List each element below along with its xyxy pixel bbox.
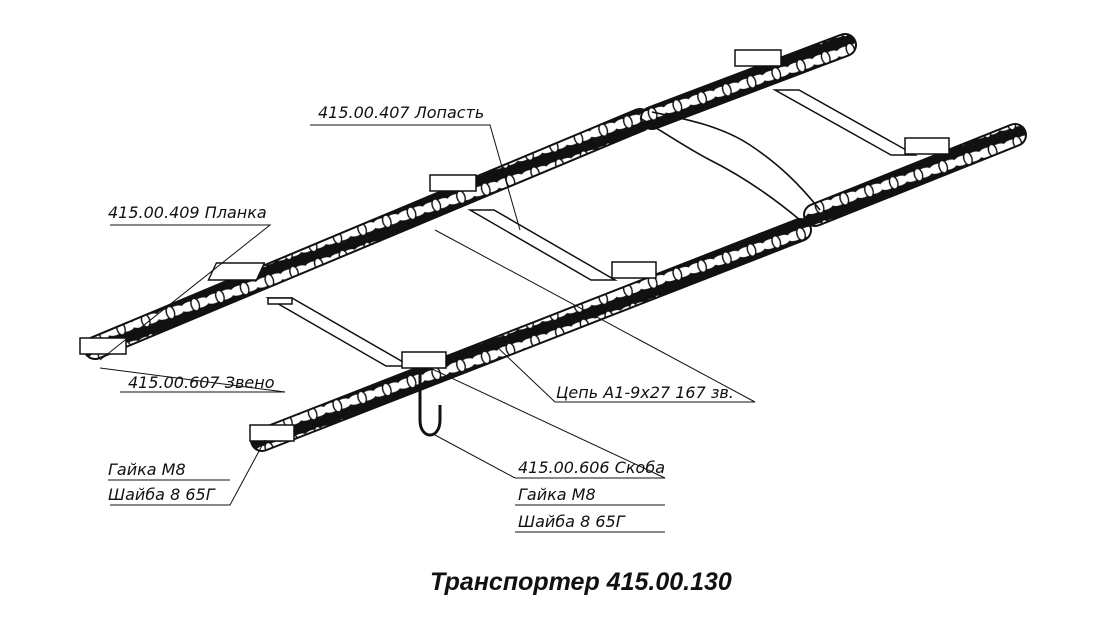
callout-bar: 415.00.409 Планка (108, 203, 267, 222)
end-link-upper (79, 337, 127, 355)
callout-labels: 415.00.407 Лопасть 415.00.409 Планка 415… (108, 103, 734, 531)
bracket (418, 368, 442, 437)
paddles (207, 49, 950, 369)
paddle-1 (207, 262, 447, 369)
end-link-lower (249, 424, 295, 442)
end-links (79, 337, 295, 442)
break-lines (639, 111, 821, 221)
paddle-2 (429, 174, 657, 281)
callout-washer-left: Шайба 8 65Г (108, 485, 216, 504)
callout-washer-right: Шайба 8 65Г (518, 512, 626, 531)
leader-lines (99, 124, 756, 533)
callout-chain: Цепь А1-9х27 167 зв. (556, 383, 734, 402)
chains (83, 33, 1027, 452)
paddle-3 (734, 49, 950, 156)
drawing-title: Транспортер 415.00.130 (430, 568, 732, 596)
callout-nut-left: Гайка М8 (108, 460, 186, 479)
callout-nut-right: Гайка М8 (518, 485, 596, 504)
callout-bracket: 415.00.606 Скоба (518, 458, 665, 477)
callout-paddle: 415.00.407 Лопасть (318, 103, 484, 122)
callout-link: 415.00.607 Звено (128, 373, 275, 392)
